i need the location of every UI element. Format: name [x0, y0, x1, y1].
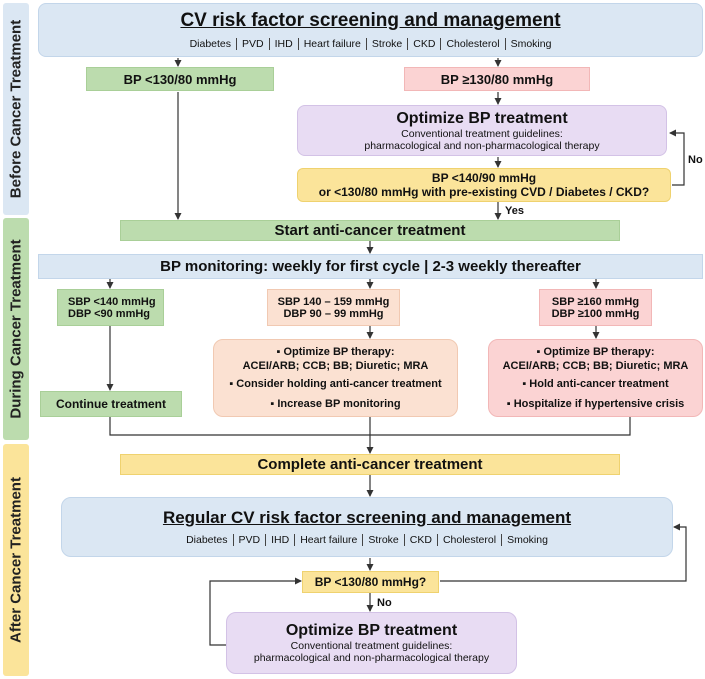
- factor-item: Cholesterol: [438, 534, 503, 546]
- monitoring-label: BP monitoring: weekly for first cycle | …: [160, 258, 581, 275]
- optimize-top-line2: pharmacological and non-pharmacological …: [364, 139, 600, 152]
- factor-item: IHD: [266, 534, 296, 546]
- optimize-top-line1: Conventional treatment guidelines:: [401, 127, 563, 140]
- phase-during-bar: During Cancer Treatment: [3, 218, 29, 440]
- factor-item: Smoking: [507, 534, 548, 546]
- col2-threshold-box: SBP 140 – 159 mmHg DBP 90 – 99 mmHg: [267, 289, 400, 326]
- bp-high-label: BP ≥130/80 mmHg: [440, 71, 554, 87]
- target-line2: or <130/80 mmHg with pre-existing CVD / …: [318, 185, 650, 199]
- factor-item: Cholesterol: [441, 38, 506, 50]
- col3-threshold-box: SBP ≥160 mmHg DBP ≥100 mmHg: [539, 289, 652, 326]
- regular-screening-factors: Diabetes PVD IHD Heart failure Stroke CK…: [181, 534, 553, 546]
- continue-treatment-box: Continue treatment: [40, 391, 182, 417]
- yes-label: Yes: [505, 205, 524, 217]
- factor-item: Smoking: [510, 38, 552, 50]
- question-label: BP <130/80 mmHg?: [314, 575, 427, 589]
- col3-bullet-2: ▪ Hold anti-cancer treatment: [522, 378, 669, 390]
- phase-before-bar: Before Cancer Treatment: [3, 3, 29, 215]
- col2-bullet-1a: ▪ Optimize BP therapy:: [276, 346, 395, 358]
- col2-dbp: DBP 90 – 99 mmHg: [283, 307, 384, 320]
- target-line1: BP <140/90 mmHg: [431, 171, 537, 185]
- optimize-bottom-box: Optimize BP treatment Conventional treat…: [226, 612, 517, 674]
- optimize-bottom-title: Optimize BP treatment: [285, 622, 458, 639]
- start-label: Start anti-cancer treatment: [274, 222, 466, 239]
- screening-factors: Diabetes PVD IHD Heart failure Stroke CK…: [185, 38, 557, 50]
- complete-box: Complete anti-cancer treatment: [120, 454, 620, 475]
- col2-sbp: SBP 140 – 159 mmHg: [277, 295, 390, 308]
- factor-item: CKD: [408, 38, 442, 50]
- col2-bullet-1b: ACEI/ARB; CCB; BB; Diuretic; MRA: [242, 360, 429, 372]
- monitoring-box: BP monitoring: weekly for first cycle | …: [38, 254, 703, 279]
- factor-item: IHD: [270, 38, 299, 50]
- optimize-bottom-line2: pharmacological and non-pharmacological …: [253, 652, 490, 664]
- optimize-top-box: Optimize BP treatment Conventional treat…: [297, 105, 667, 156]
- col3-bullet-1a: ▪ Optimize BP therapy:: [536, 346, 655, 358]
- factor-item: Stroke: [367, 38, 409, 50]
- continue-treatment-label: Continue treatment: [55, 397, 166, 411]
- bp-low-label: BP <130/80 mmHg: [123, 71, 237, 87]
- col2-bullet-2: ▪ Consider holding anti-cancer treatment: [229, 378, 442, 390]
- screening-box: CV risk factor screening and management …: [38, 3, 703, 57]
- col3-actions-box: ▪ Optimize BP therapy: ACEI/ARB; CCB; BB…: [488, 339, 703, 417]
- start-box: Start anti-cancer treatment: [120, 220, 620, 241]
- col3-dbp: DBP ≥100 mmHg: [551, 307, 640, 320]
- col2-actions-box: ▪ Optimize BP therapy: ACEI/ARB; CCB; BB…: [213, 339, 458, 417]
- factor-item: Heart failure: [299, 38, 367, 50]
- no-label-bottom: No: [377, 597, 392, 609]
- bp-high-box: BP ≥130/80 mmHg: [404, 67, 590, 91]
- factor-item: Diabetes: [181, 534, 234, 546]
- factor-item: CKD: [405, 534, 438, 546]
- optimize-top-title: Optimize BP treatment: [396, 109, 568, 127]
- phase-after-bar: After Cancer Treatment: [3, 444, 29, 676]
- factor-item: PVD: [237, 38, 270, 50]
- regular-screening-title: Regular CV risk factor screening and man…: [162, 508, 572, 527]
- complete-label: Complete anti-cancer treatment: [257, 456, 483, 473]
- factor-item: Diabetes: [185, 38, 238, 50]
- col1-threshold-box: SBP <140 mmHg DBP <90 mmHg: [57, 289, 164, 326]
- question-box: BP <130/80 mmHg?: [302, 571, 439, 593]
- screening-title: CV risk factor screening and management: [180, 10, 561, 31]
- col3-sbp: SBP ≥160 mmHg: [551, 295, 640, 308]
- bp-low-box: BP <130/80 mmHg: [86, 67, 274, 91]
- col1-dbp: DBP <90 mmHg: [68, 307, 151, 320]
- target-box: BP <140/90 mmHg or <130/80 mmHg with pre…: [297, 168, 671, 202]
- factor-item: Stroke: [363, 534, 405, 546]
- factor-item: Heart failure: [295, 534, 364, 546]
- optimize-bottom-line1: Conventional treatment guidelines:: [290, 640, 453, 652]
- col1-sbp: SBP <140 mmHg: [68, 295, 156, 308]
- col3-bullet-3: ▪ Hospitalize if hypertensive crisis: [506, 398, 685, 410]
- col3-bullet-1b: ACEI/ARB; CCB; BB; Diuretic; MRA: [502, 360, 689, 372]
- factor-item: PVD: [234, 534, 267, 546]
- col2-bullet-3: ▪ Increase BP monitoring: [270, 398, 401, 410]
- no-label-top: No: [688, 154, 703, 166]
- regular-screening-box: Regular CV risk factor screening and man…: [61, 497, 673, 557]
